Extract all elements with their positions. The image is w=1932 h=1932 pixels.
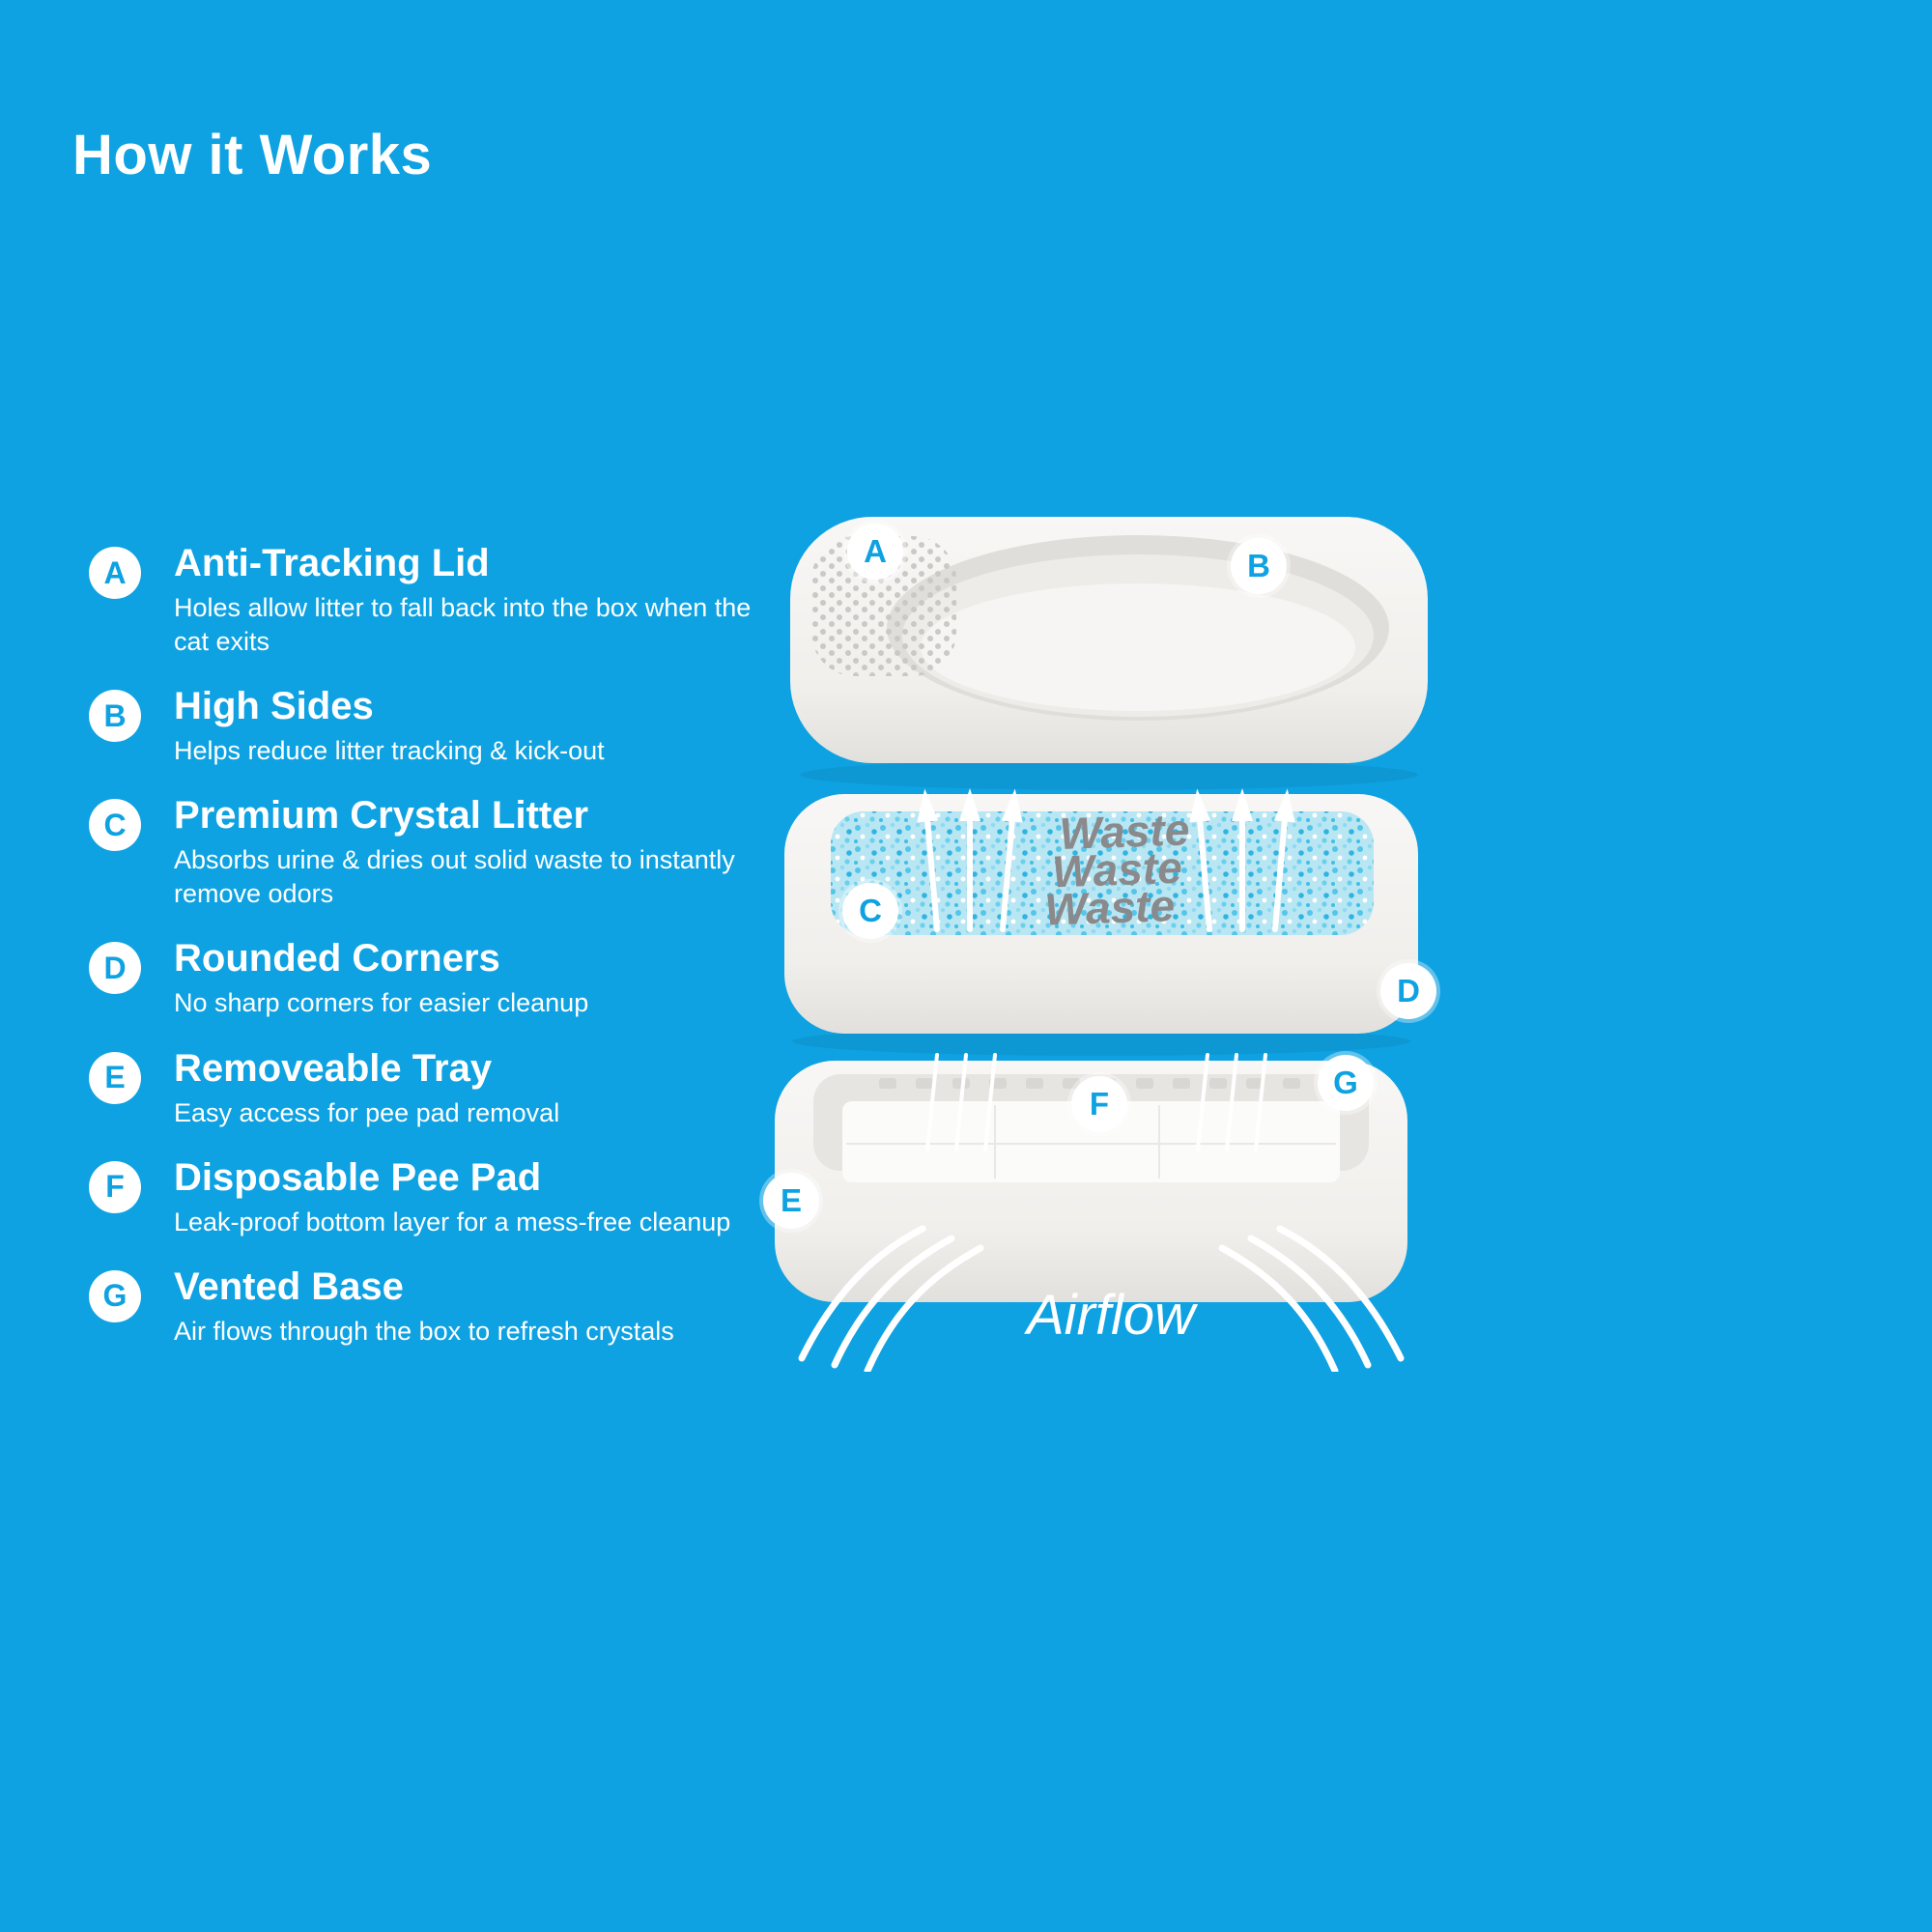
feature-item-c: C Premium Crystal Litter Absorbs urine &… [89, 793, 765, 911]
feature-badge-a: A [89, 547, 141, 599]
feature-badge-c: C [89, 799, 141, 852]
feature-description: Absorbs urine & dries out solid waste to… [174, 845, 735, 909]
feature-title: Vented Base [174, 1264, 404, 1308]
feature-description: Leak-proof bottom layer for a mess-free … [174, 1207, 731, 1236]
diagram-callout-b: B [1231, 538, 1287, 594]
feature-title: High Sides [174, 685, 374, 728]
feature-badge-d: D [89, 942, 141, 995]
airflow-label: Airflow [1026, 1284, 1196, 1347]
feature-description: Holes allow litter to fall back into the… [174, 593, 752, 657]
feature-title: Premium Crystal Litter [174, 794, 589, 838]
feature-item-a: A Anti-Tracking Lid Holes allow litter t… [89, 541, 765, 659]
lid-perforation-dots [811, 536, 956, 676]
feature-description: No sharp corners for easier cleanup [174, 988, 589, 1018]
litter-box-diagram: Waste Waste Waste A B C D E F G Airflow [753, 483, 1449, 1690]
feature-description: Easy access for pee pad removal [174, 1097, 560, 1127]
page-title: How it Works [72, 123, 433, 186]
feature-badge-f: F [89, 1160, 141, 1213]
diagram-callout-g: G [1318, 1055, 1374, 1111]
diagram-callout-c: C [842, 883, 898, 939]
feature-description: Helps reduce litter tracking & kick-out [174, 736, 605, 766]
feature-description: Air flows through the box to refresh cry… [174, 1316, 674, 1346]
feature-item-e: E Removeable Tray Easy access for pee pa… [89, 1046, 765, 1130]
diagram-callout-d: D [1380, 963, 1436, 1019]
feature-item-g: G Vented Base Air flows through the box … [89, 1264, 765, 1349]
feature-title: Removeable Tray [174, 1046, 493, 1090]
feature-badge-e: E [89, 1051, 141, 1104]
tray-layer [784, 794, 1418, 1056]
diagram-callout-e: E [763, 1173, 819, 1229]
base-air-lines [925, 1053, 1267, 1151]
diagram-callout-f: F [1071, 1076, 1127, 1132]
feature-title: Disposable Pee Pad [174, 1155, 542, 1199]
feature-badge-b: B [89, 690, 141, 743]
waste-labels: Waste Waste Waste [1041, 804, 1193, 935]
feature-badge-g: G [89, 1269, 141, 1322]
waste-label: Waste [1043, 880, 1176, 935]
crystal-litter [831, 811, 1374, 935]
feature-item-d: D Rounded Corners No sharp corners for e… [89, 936, 765, 1020]
odor-arrows [917, 788, 1295, 932]
airflow-lines [798, 1225, 1405, 1372]
diagram-callout-a: A [847, 524, 903, 580]
feature-item-b: B High Sides Helps reduce litter trackin… [89, 684, 765, 768]
feature-item-f: F Disposable Pee Pad Leak-proof bottom l… [89, 1155, 765, 1239]
pee-pad [842, 1101, 1340, 1182]
feature-title: Anti-Tracking Lid [174, 542, 490, 584]
feature-title: Rounded Corners [174, 937, 500, 980]
feature-list: A Anti-Tracking Lid Holes allow litter t… [89, 541, 765, 1374]
